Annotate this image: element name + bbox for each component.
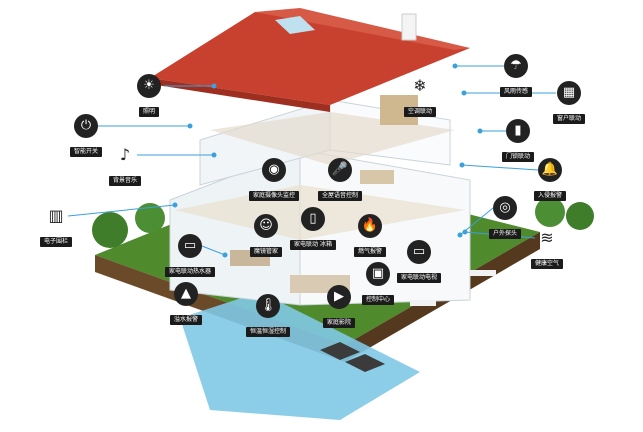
control-panel-icon: ▣ [366, 262, 390, 286]
floor-slab [210, 112, 455, 165]
feature-facerec[interactable]: ◎ 户外探头 [473, 196, 537, 239]
door-lock-icon: ▮ [506, 119, 530, 143]
connector-dot [457, 232, 463, 238]
feature-fence[interactable]: ▥ 电子围栏 [24, 204, 88, 247]
mirror-icon: ☺ [254, 214, 278, 238]
feature-lighting[interactable]: ☀ 照明 [117, 74, 181, 117]
connector-line [201, 245, 226, 256]
feature-butler[interactable]: ☺ 魔镜管家 [234, 214, 298, 257]
connector-line [461, 164, 539, 171]
feature-label: 全屋语音控制 [317, 191, 362, 201]
connector-dot [172, 202, 178, 208]
feature-label: 家电联动热水器 [164, 267, 215, 277]
palm-tree [92, 212, 128, 248]
feature-label: 空调联动 [403, 107, 436, 117]
feature-label: 风雨传感 [499, 87, 532, 97]
feature-alarm[interactable]: 🔔 入侵报警 [518, 158, 582, 201]
bed [360, 170, 394, 184]
feature-gas[interactable]: 🔥 燃气报警 [338, 214, 402, 257]
thermometer-icon: 🌡 [256, 294, 280, 318]
feature-label: 入侵报警 [533, 191, 566, 201]
switch-icon: ⏻ [74, 114, 98, 138]
connector-dot [452, 63, 458, 69]
feature-air[interactable]: ≋ 健康空气 [515, 226, 579, 269]
skylight [275, 16, 315, 34]
air-icon: ≋ [540, 228, 554, 247]
feature-leak[interactable]: ▲ 溢水报警 [154, 282, 218, 325]
cinema-icon: ▶ [327, 285, 351, 309]
connector-dot [222, 252, 228, 258]
palm-tree [566, 202, 594, 230]
feature-label: 背景音乐 [108, 176, 141, 186]
water-drop-icon: ▲ [174, 282, 198, 306]
feature-label: 控制中心 [361, 295, 394, 305]
connector-dot [477, 128, 483, 134]
feature-label: 电子围栏 [39, 237, 72, 247]
connector-dot [211, 152, 217, 158]
feature-label: 健康空气 [530, 259, 563, 269]
tv-icon: ▭ [407, 240, 431, 264]
feature-label: 家庭摄像头监控 [248, 191, 299, 201]
pool-tile [320, 342, 360, 360]
feature-label: 家庭影院 [322, 318, 355, 328]
palm-tree [535, 197, 565, 227]
feature-label: 恒温恒湿控制 [245, 327, 290, 337]
feature-label: 户外探头 [488, 229, 521, 239]
house-wall-right [299, 149, 471, 306]
bell-icon: 🔔 [538, 158, 562, 182]
feature-music[interactable]: ♪ 背景音乐 [93, 143, 157, 186]
feature-label: 窗户联动 [552, 114, 585, 124]
feature-doorlock[interactable]: ▮ 门锁联动 [486, 119, 550, 162]
palm-tree [135, 203, 165, 233]
face-camera-icon: ◎ [493, 196, 517, 220]
fence-icon: ▥ [48, 206, 64, 225]
flame-icon: 🔥 [358, 214, 382, 238]
connector-dot [459, 162, 465, 168]
feature-cinema[interactable]: ▶ 家庭影院 [307, 285, 371, 328]
feature-label: 溢水报警 [169, 315, 202, 325]
feature-label: 燃气报警 [353, 247, 386, 257]
microphone-icon: 🎤 [328, 158, 352, 182]
connector-dot [462, 229, 468, 235]
window-icon: ▦ [557, 81, 581, 105]
chimney [401, 13, 417, 41]
connector-dot [187, 123, 193, 129]
connector-dot [211, 83, 217, 89]
bulb-icon: ☀ [137, 74, 161, 98]
feature-label: 智能开关 [69, 147, 102, 157]
weather-icon: ☂ [504, 54, 528, 78]
connector-line [67, 204, 176, 217]
fridge-icon: ▯ [301, 207, 325, 231]
feature-label: 魔镜管家 [249, 247, 282, 257]
feature-label: 照明 [138, 107, 159, 117]
deck-chair [410, 300, 436, 306]
feature-voice[interactable]: 🎤 全屋语音控制 [308, 158, 372, 201]
air-conditioner-icon: ❄ [413, 76, 427, 95]
feature-ac[interactable]: ❄ 空调联动 [388, 74, 452, 117]
feature-temp[interactable]: 🌡 恒温恒湿控制 [236, 294, 300, 337]
music-icon: ♪ [119, 145, 131, 164]
feature-control[interactable]: ▣ 控制中心 [346, 262, 410, 305]
feature-label: 门锁联动 [501, 152, 534, 162]
connector-dot [461, 90, 467, 96]
feature-tv[interactable]: ▭ 家电联动电视 [387, 240, 451, 283]
feature-switch[interactable]: ⏻ 智能开关 [54, 114, 118, 157]
deck-chair [470, 270, 496, 276]
pool-tile [345, 354, 385, 372]
feature-appliance[interactable]: ▯ 家电联动 冰箱 [281, 207, 345, 250]
feature-weather[interactable]: ☂ 风雨传感 [484, 54, 548, 97]
feature-heater[interactable]: ▭ 家电联动热水器 [158, 234, 222, 277]
feature-curtain[interactable]: ▦ 窗户联动 [537, 81, 601, 124]
camera-icon: ◉ [262, 158, 286, 182]
feature-label: 家电联动电视 [396, 273, 441, 283]
feature-label: 家电联动 冰箱 [290, 240, 336, 250]
swimming-pool [180, 292, 420, 420]
feature-camera[interactable]: ◉ 家庭摄像头监控 [242, 158, 306, 201]
water-heater-icon: ▭ [178, 234, 202, 258]
